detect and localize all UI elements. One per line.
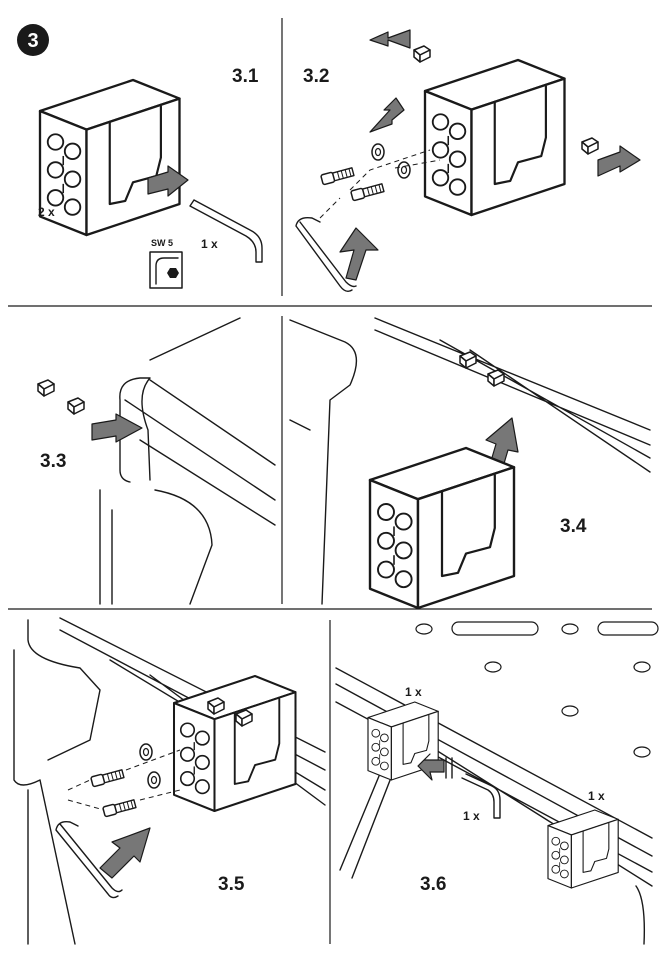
direction-arrow-icon	[99, 827, 151, 879]
bolt-icon	[319, 166, 355, 186]
square-nut-icon	[37, 379, 55, 397]
clamp-block-icon	[423, 58, 566, 217]
square-nut-icon	[413, 45, 431, 63]
section-badge: 3	[17, 24, 49, 56]
direction-arrow-icon	[597, 145, 641, 177]
washer-icon	[147, 771, 161, 789]
step-3-1: 3.1 2 x 1 x SW 5	[38, 66, 263, 289]
qty-key-3-1: 1 x	[201, 237, 218, 251]
clamp-block-icon	[368, 446, 516, 610]
tool-size-label: SW 5	[151, 238, 173, 248]
square-nut-icon	[459, 351, 477, 369]
hex-key-icon	[461, 773, 501, 819]
clamp-block-icon	[172, 674, 297, 813]
square-nut-icon	[67, 397, 85, 415]
step-3-4: 3.4	[289, 317, 651, 610]
step-3-5: 3.5	[13, 617, 326, 945]
washer-icon	[397, 161, 411, 179]
step-label-3-5: 3.5	[218, 874, 245, 895]
hex-key-icon	[295, 216, 357, 293]
clamp-block-icon	[38, 78, 181, 237]
hex-key-icon	[189, 199, 263, 263]
washer-icon	[139, 743, 153, 761]
square-nut-icon	[581, 137, 599, 155]
direction-arrow-icon	[91, 413, 143, 443]
qty-block-3-1: 2 x	[38, 205, 55, 219]
panel-grid	[8, 18, 652, 944]
qty-block-left-3-6: 1 x	[405, 685, 422, 699]
clamp-block-icon	[547, 809, 619, 889]
direction-arrow-icon	[339, 227, 379, 281]
step-3-2: 3.2	[295, 29, 641, 293]
step-3-3: 3.3	[37, 317, 276, 605]
direction-arrow-icon	[369, 97, 405, 133]
step-label-3-2: 3.2	[303, 66, 329, 87]
qty-key-3-6: 1 x	[463, 809, 480, 823]
step-label-3-1: 3.1	[232, 66, 259, 87]
step-label-3-4: 3.4	[560, 516, 587, 537]
direction-arrow-icon	[369, 29, 411, 49]
section-number: 3	[27, 30, 38, 52]
direction-arrow-icon	[417, 753, 445, 781]
washer-icon	[371, 143, 385, 161]
bolt-icon	[101, 798, 137, 818]
qty-block-right-3-6: 1 x	[588, 789, 605, 803]
step-3-6: 3.6 1 x 1 x 1 x	[335, 621, 659, 945]
hex-socket-icon	[149, 251, 183, 289]
bolt-icon	[89, 768, 125, 788]
table-slots	[415, 621, 659, 758]
step-label-3-6: 3.6	[420, 874, 446, 895]
direction-arrow-icon	[147, 165, 189, 197]
bolt-icon	[349, 182, 385, 202]
hex-key-icon	[55, 820, 123, 899]
step-label-3-3: 3.3	[40, 451, 66, 472]
